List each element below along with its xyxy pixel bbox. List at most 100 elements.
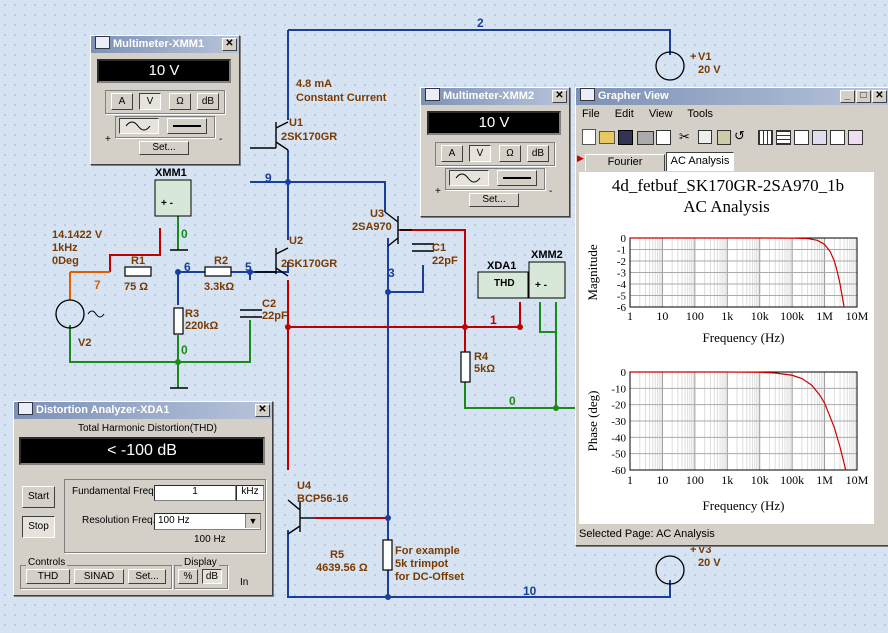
chevron-down-icon[interactable]: ▼ xyxy=(245,514,260,528)
r5-value: 4639.56 Ω xyxy=(316,562,368,574)
close-button[interactable]: ✕ xyxy=(222,38,237,51)
controls-group xyxy=(20,565,172,589)
properties-icon[interactable] xyxy=(830,130,845,145)
x-tick-label: 1k xyxy=(721,473,733,487)
distortion-analyzer-window[interactable]: Distortion Analyzer-XDA1 ✕ Total Harmoni… xyxy=(13,401,273,596)
mode-v-button[interactable]: V xyxy=(469,145,491,162)
ac-button[interactable] xyxy=(119,118,159,134)
y-tick-label: -6 xyxy=(617,302,627,314)
overlay-icon[interactable] xyxy=(848,130,863,145)
y-tick-label: -30 xyxy=(611,416,626,428)
x-tick-label: 100 xyxy=(686,473,704,487)
x-tick-label: 1M xyxy=(816,309,833,323)
menu-view[interactable]: View xyxy=(648,108,673,120)
mode-db-button[interactable]: dB xyxy=(197,93,219,110)
paste-icon[interactable] xyxy=(717,130,731,145)
res-freq-select[interactable]: 100 Hz ▼ xyxy=(154,513,261,530)
mode-db-button[interactable]: dB xyxy=(527,145,549,162)
menu-bar: File Edit View Tools xyxy=(582,108,713,124)
cut-icon[interactable]: ✂ xyxy=(679,129,690,144)
print-icon[interactable] xyxy=(637,131,654,145)
x-tick-label: 100k xyxy=(780,473,804,487)
input-label: In xyxy=(240,577,249,588)
grid-icon[interactable] xyxy=(758,130,773,145)
y-tick-label: -60 xyxy=(611,465,626,477)
fund-freq-unit[interactable]: kHz xyxy=(236,485,264,501)
menu-tools[interactable]: Tools xyxy=(687,108,714,120)
db-button[interactable]: dB xyxy=(202,569,222,584)
percent-button[interactable]: % xyxy=(178,569,198,584)
menu-file[interactable]: File xyxy=(582,108,600,120)
menu-edit[interactable]: Edit xyxy=(614,108,634,120)
new-file-icon[interactable] xyxy=(582,129,596,145)
xmm1-label: XMM1 xyxy=(155,167,187,179)
stop-button[interactable]: Stop xyxy=(22,516,55,538)
u1-mode: Constant Current xyxy=(296,92,387,104)
close-button[interactable]: ✕ xyxy=(255,404,270,417)
close-button[interactable]: ✕ xyxy=(552,90,567,103)
controls-set-button[interactable]: Set... xyxy=(128,569,166,584)
v1-value: 20 V xyxy=(698,64,721,76)
set-button[interactable]: Set... xyxy=(139,141,189,155)
copy-icon[interactable] xyxy=(698,130,712,144)
net-2: 2 xyxy=(477,16,484,30)
v3-ref: V3 xyxy=(698,544,712,556)
net-1: 1 xyxy=(490,313,497,327)
y-tick-label: -50 xyxy=(611,449,626,461)
mode-ohm-button[interactable]: Ω xyxy=(169,93,191,110)
multimeter-xmm1-titlebar[interactable]: Multimeter-XMM1 ✕ xyxy=(91,36,239,53)
analyzer-app-icon xyxy=(18,402,33,415)
ac-button[interactable] xyxy=(449,170,489,186)
sinad-button[interactable]: SINAD xyxy=(74,569,124,584)
grapher-view-window[interactable]: Grapher View _ □ ✕ File Edit View Tools … xyxy=(575,87,888,546)
maximize-button[interactable]: □ xyxy=(856,90,871,103)
tab-scroll-icon[interactable]: ▶ xyxy=(577,153,584,163)
cursor-icon[interactable] xyxy=(794,130,809,145)
u1-current: 4.8 mA xyxy=(296,78,333,90)
minimize-button[interactable]: _ xyxy=(840,90,855,103)
xmm1-pm: + - xyxy=(161,198,173,209)
res-freq-label: Resolution Freq. xyxy=(82,515,156,526)
mode-a-button[interactable]: A xyxy=(111,93,133,110)
print-preview-icon[interactable] xyxy=(656,130,671,145)
v2-phase: 0Deg xyxy=(52,255,79,267)
v1-sign: + xyxy=(690,51,697,63)
multimeter-xmm1-window[interactable]: Multimeter-XMM1 ✕ 10 V A V Ω dB + - Set.… xyxy=(90,35,240,165)
window-title: Multimeter-XMM1 xyxy=(113,38,205,50)
mode-a-button[interactable]: A xyxy=(441,145,463,162)
status-bar: Selected Page: AC Analysis xyxy=(579,528,715,540)
r3-ref: R3 xyxy=(185,308,200,320)
u2-part: 2SK170GR xyxy=(281,258,338,270)
xmm2-pm: + - xyxy=(535,280,547,291)
x-tick-label: 10M xyxy=(846,309,869,323)
undo-icon[interactable]: ↺ xyxy=(734,128,745,143)
u2-ref: U2 xyxy=(289,235,304,247)
legend-icon[interactable] xyxy=(776,130,791,145)
start-button[interactable]: Start xyxy=(22,486,55,508)
close-button[interactable]: ✕ xyxy=(872,90,887,103)
dc-button[interactable] xyxy=(167,118,207,134)
save-icon[interactable] xyxy=(618,130,633,145)
multimeter-xmm2-window[interactable]: Multimeter-XMM2 ✕ 10 V A V Ω dB + - Set.… xyxy=(420,87,570,217)
status-value: AC Analysis xyxy=(656,528,715,540)
minus-terminal-label: - xyxy=(219,134,223,145)
dc-line-icon xyxy=(173,125,201,127)
mode-ohm-button[interactable]: Ω xyxy=(499,145,521,162)
open-folder-icon[interactable] xyxy=(599,131,615,144)
mode-v-button[interactable]: V xyxy=(139,93,161,110)
y-axis-label: Phase (deg) xyxy=(585,390,600,451)
set-button[interactable]: Set... xyxy=(469,193,519,207)
tab-ac-analysis[interactable]: AC Analysis xyxy=(666,152,734,171)
grapher-titlebar[interactable]: Grapher View _ □ ✕ xyxy=(576,88,888,105)
tab-fourier-analysis[interactable]: Fourier Analysis xyxy=(585,154,665,183)
xda1-label: XDA1 xyxy=(487,260,517,272)
fund-freq-input[interactable]: 1 xyxy=(154,485,236,501)
zoom-icon[interactable] xyxy=(812,130,827,145)
distortion-titlebar[interactable]: Distortion Analyzer-XDA1 ✕ xyxy=(14,402,272,419)
thd-button[interactable]: THD xyxy=(26,569,70,584)
multimeter-xmm2-titlebar[interactable]: Multimeter-XMM2 ✕ xyxy=(421,88,569,105)
meter-app-icon xyxy=(425,88,440,101)
dc-button[interactable] xyxy=(497,170,537,186)
plot-area[interactable]: 4d_fetbuf_SK170GR-2SA970_1b AC Analysis … xyxy=(579,172,874,524)
